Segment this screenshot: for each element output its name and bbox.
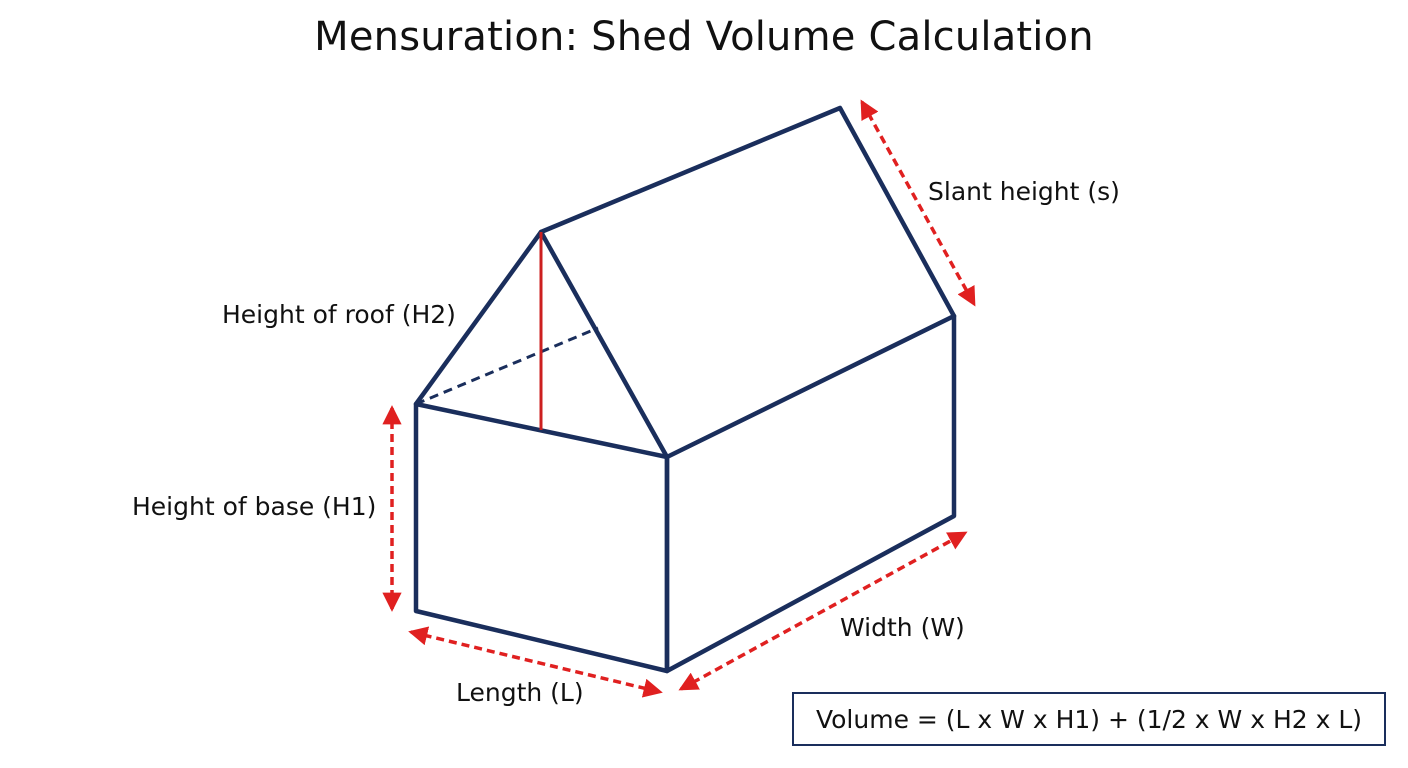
shed-outline <box>413 105 957 674</box>
volume-formula-box: Volume = (L x W x H1) + (1/2 x W x H2 x … <box>792 692 1386 746</box>
diagram-title: Mensuration: Shed Volume Calculation <box>314 14 1094 60</box>
side-wall <box>664 313 957 674</box>
roof-height-label: Height of roof (H2) <box>222 300 456 329</box>
roof-panel <box>538 105 957 319</box>
dimension-arrows <box>382 99 976 698</box>
volume-formula: Volume = (L x W x H1) + (1/2 x W x H2 x … <box>815 704 1363 734</box>
slant-height-label: Slant height (s) <box>928 177 1120 206</box>
length-arrow <box>408 626 663 698</box>
width-arrow <box>678 531 968 691</box>
front-wall <box>413 401 670 674</box>
length-label: Length (L) <box>456 678 584 707</box>
width-label: Width (W) <box>840 613 965 642</box>
gable-hidden-line <box>415 326 599 406</box>
base-height-label: Height of base (H1) <box>132 492 376 521</box>
